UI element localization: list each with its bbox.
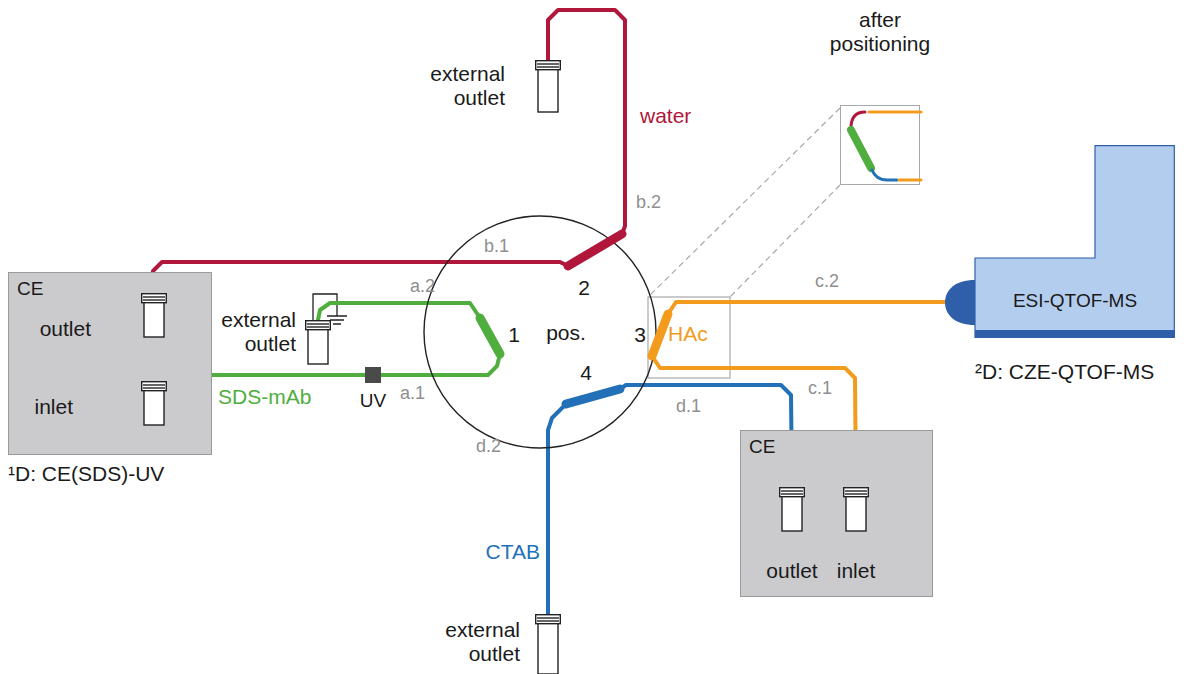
vial-shape <box>141 293 167 337</box>
ms-housing <box>975 146 1174 338</box>
node-text: outlet <box>40 317 91 341</box>
capillary-label: HAc <box>668 322 708 346</box>
mass-spectrometer: ESI-QTOF-MS <box>945 145 1175 338</box>
dimension-title: ¹D: CE(SDS)-UV <box>8 462 164 486</box>
port-number: 1 <box>508 323 520 347</box>
vial-body <box>308 329 328 364</box>
ms-base <box>975 330 1175 338</box>
capillary-label: water <box>640 104 691 128</box>
capillary-segment-label: d.1 <box>676 396 701 417</box>
node-text: inlet <box>837 559 876 583</box>
capillary-segment-label: b.1 <box>484 236 509 257</box>
capillary <box>548 404 566 614</box>
node-text: CE <box>749 436 775 458</box>
vial: inlet <box>843 487 869 531</box>
vial-body <box>144 390 164 425</box>
capillary-label: UV <box>360 390 386 412</box>
vial-shape <box>305 320 331 364</box>
node-text: inlet <box>34 395 73 419</box>
node-text: external outlet <box>410 62 505 110</box>
vial-body <box>538 69 558 112</box>
vial-cap <box>844 488 869 497</box>
vial: outlet <box>141 293 167 337</box>
capillary <box>318 303 480 320</box>
capillary-segment-label: a.2 <box>410 276 435 297</box>
capillary <box>548 10 625 234</box>
capillary-label: SDS-mAb <box>218 385 311 409</box>
vial: external outlet <box>305 320 331 364</box>
uv-detector <box>365 367 381 383</box>
zoom-leader <box>730 185 840 297</box>
vial-shape <box>535 60 561 112</box>
port-number: 3 <box>634 323 646 347</box>
capillary-segment-label: d.2 <box>476 436 501 457</box>
capillary-segment-label: b.2 <box>636 192 661 213</box>
instrument-box: outlet inlet CE <box>740 430 933 597</box>
vial-cap <box>142 294 167 303</box>
vial: external outlet <box>535 60 561 112</box>
valve-channel <box>480 318 500 354</box>
inset-channel <box>851 112 865 128</box>
node-text: external outlet <box>201 308 296 356</box>
vial-cap <box>780 488 805 497</box>
port-number: 4 <box>580 361 592 385</box>
vial-cap <box>142 382 167 391</box>
vial-body <box>846 496 866 531</box>
capillary-segment-label: c.2 <box>815 271 839 292</box>
vial-cap-ring <box>845 491 867 494</box>
vial-shape <box>779 487 805 531</box>
vial-cap-ring <box>781 491 803 494</box>
vial-cap <box>536 615 561 624</box>
vial-shape <box>843 487 869 531</box>
capillary-segment-label: a.1 <box>400 383 425 404</box>
capillary <box>153 262 568 293</box>
vial-body <box>144 302 164 337</box>
vial-cap <box>306 321 331 330</box>
vial-shape <box>535 614 561 674</box>
dimension-title: ²D: CZE-QTOF-MS <box>975 360 1154 384</box>
valve-channel <box>566 389 620 404</box>
port-number: 2 <box>578 276 590 300</box>
node-text: external outlet <box>425 618 520 666</box>
vial: inlet <box>141 381 167 425</box>
inset-channel <box>899 179 921 182</box>
vial-cap <box>536 61 561 70</box>
valve-shape <box>423 215 657 449</box>
node-text: outlet <box>766 559 817 583</box>
node-text: pos. <box>546 321 586 345</box>
capillary-segment-label: c.1 <box>808 378 832 399</box>
vial: outlet <box>779 487 805 531</box>
zoom-leader <box>648 108 840 297</box>
inset-box-shape <box>841 106 921 186</box>
capillary <box>668 302 945 314</box>
valve-body <box>424 216 656 448</box>
vial: external outlet <box>535 614 561 674</box>
inset-channel <box>872 170 897 180</box>
valve-channel <box>652 314 668 356</box>
vial-cap-ring <box>143 297 165 300</box>
node-text: CE <box>17 278 43 300</box>
inset-channel <box>869 111 921 114</box>
capillary-label: CTAB <box>486 540 540 564</box>
vial-cap-ring <box>307 324 329 327</box>
node-text: ESI-QTOF-MS <box>975 290 1175 312</box>
instrument-box: outlet inlet CE <box>8 272 212 455</box>
esi-source <box>945 280 975 325</box>
vial-body <box>538 623 558 674</box>
node-text: after positioning <box>820 8 940 56</box>
vial-cap-ring <box>537 64 559 67</box>
inset-channel <box>851 130 871 168</box>
vial-cap-ring <box>143 385 165 388</box>
vial-shape <box>141 381 167 425</box>
inset-box: after positioning <box>840 105 920 185</box>
valve: pos. <box>423 215 657 449</box>
vial-cap-ring <box>537 618 559 621</box>
valve-channel <box>568 234 622 266</box>
vial-body <box>782 496 802 531</box>
